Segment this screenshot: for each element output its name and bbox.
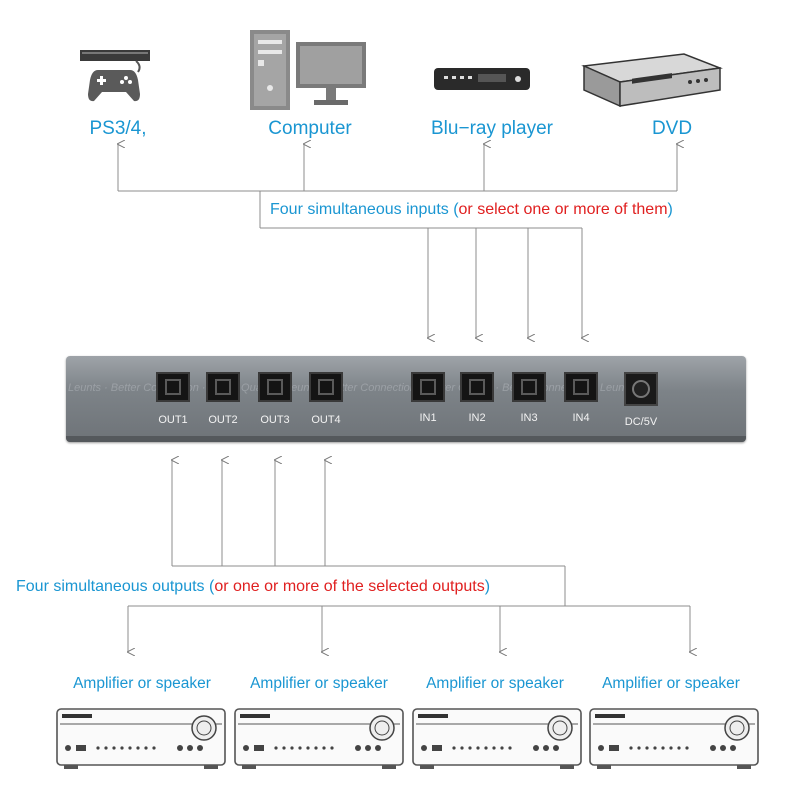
- outputs-caption-close: ): [484, 578, 491, 595]
- bluray-player-icon: [434, 66, 530, 92]
- dvd-player-icon: [580, 52, 724, 110]
- port-out3[interactable]: [258, 372, 292, 402]
- source-label-dvd: DVD: [651, 118, 693, 139]
- watermark: Leunts · Better Connection · Better Qual…: [68, 382, 633, 394]
- port-label-out3: OUT3: [260, 414, 290, 426]
- optical-splitter-device: Leunts · Better Connection · Better Qual…: [66, 356, 746, 442]
- port-in3[interactable]: [512, 372, 546, 402]
- amplifier-label-4: Amplifier or speaker: [602, 675, 740, 692]
- port-label-in2: IN2: [468, 412, 486, 424]
- source-label-computer: Computer: [268, 118, 352, 139]
- port-label-in1: IN1: [419, 412, 437, 424]
- inputs-caption-close: ): [667, 201, 673, 218]
- inputs-caption-highlight: or select one or more of them: [458, 201, 668, 218]
- port-out1[interactable]: [156, 372, 190, 402]
- port-out4[interactable]: [309, 372, 343, 402]
- port-label-out2: OUT2: [208, 414, 238, 426]
- port-label-in3: IN3: [520, 412, 538, 424]
- port-in4[interactable]: [564, 372, 598, 402]
- port-out2[interactable]: [206, 372, 240, 402]
- computer-icon: [248, 28, 370, 112]
- amplifier-icon: [56, 708, 226, 770]
- outputs-caption-main: Four simultaneous outputs (: [16, 578, 215, 595]
- outputs-caption-highlight: or one or more of the selected outputs: [214, 578, 485, 595]
- amplifier-icon: [412, 708, 582, 770]
- amplifier-icon: [589, 708, 759, 770]
- power-label: DC/5V: [624, 416, 658, 428]
- outputs-caption: Four simultaneous outputs (or one or mor…: [16, 578, 490, 596]
- source-label-bluray: Blu−ray player: [431, 118, 553, 139]
- port-in2[interactable]: [460, 372, 494, 402]
- amplifier-icon: [234, 708, 404, 770]
- port-label-out1: OUT1: [158, 414, 188, 426]
- source-label-ps34: PS3/4,: [89, 118, 147, 139]
- amplifier-label-3: Amplifier or speaker: [426, 675, 564, 692]
- inputs-caption-main: Four simultaneous inputs (: [270, 201, 459, 218]
- amplifier-label-2: Amplifier or speaker: [250, 675, 388, 692]
- game-console-icon: [80, 48, 150, 108]
- amplifier-label-1: Amplifier or speaker: [73, 675, 211, 692]
- port-in1[interactable]: [411, 372, 445, 402]
- port-label-in4: IN4: [572, 412, 590, 424]
- inputs-caption: Four simultaneous inputs (or select one …: [270, 201, 673, 219]
- port-label-out4: OUT4: [311, 414, 341, 426]
- power-jack[interactable]: [624, 372, 658, 406]
